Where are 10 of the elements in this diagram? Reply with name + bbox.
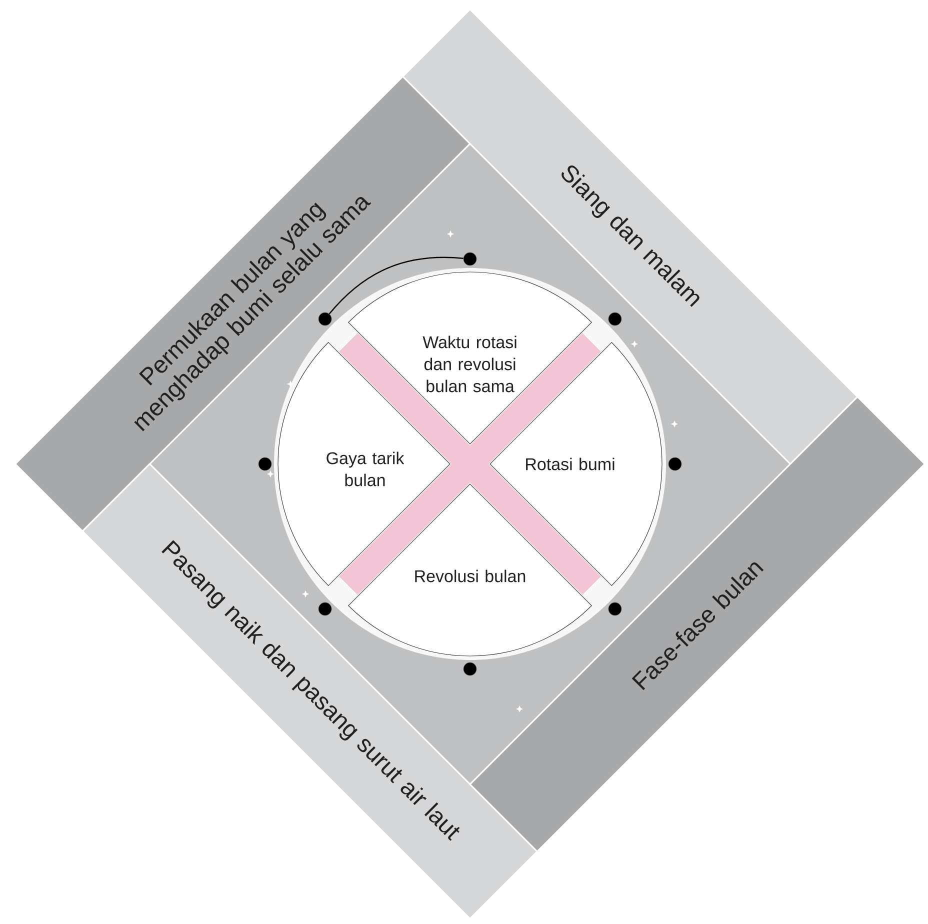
dot xyxy=(318,312,332,326)
connector-line xyxy=(328,256,464,314)
dot xyxy=(258,457,272,471)
dot xyxy=(608,312,622,326)
sector: Waktu rotasi dan revolusi bulan sama xyxy=(348,272,592,444)
dot xyxy=(463,252,477,266)
dot xyxy=(318,602,332,616)
dot xyxy=(668,457,682,471)
dot xyxy=(608,602,622,616)
dot xyxy=(463,662,477,676)
